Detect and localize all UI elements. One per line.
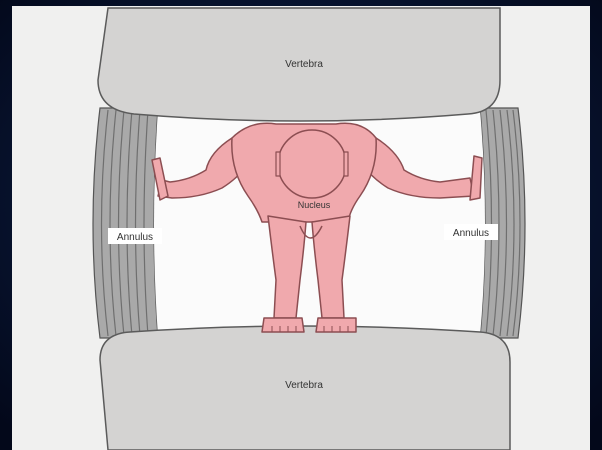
nucleus-label: Nucleus xyxy=(298,200,331,210)
head xyxy=(278,130,346,198)
vertebra-bottom-label: Vertebra xyxy=(285,380,323,391)
annulus-left-label: Annulus xyxy=(117,232,153,243)
annulus-right xyxy=(480,108,525,338)
annulus-right-label: Annulus xyxy=(453,228,489,239)
left-foot xyxy=(262,318,304,332)
vertebra-top-label: Vertebra xyxy=(285,59,323,70)
right-foot xyxy=(316,318,356,332)
annulus-left xyxy=(93,108,158,338)
